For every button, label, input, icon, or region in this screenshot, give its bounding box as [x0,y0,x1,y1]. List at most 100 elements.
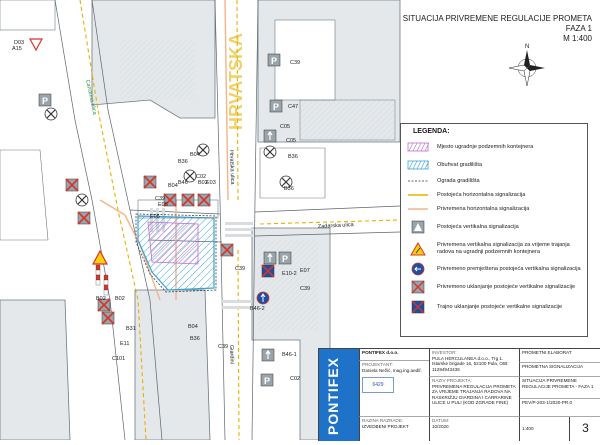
building-northeast-block [274,19,336,101]
project-label: NAZIV PROJEKTA: [432,378,472,383]
building-east-block [259,147,326,199]
removed-sign-e07-icon [261,264,275,278]
one-way-sign-c05-icon [263,129,277,143]
sign-code-label: B04 [190,152,200,158]
level-label: RAZINA RAZRADE: [362,418,404,423]
level-value: IZVEDBENI PROJEKT [362,423,409,429]
sign-code-label: B46-2 [250,306,265,312]
company-logo-text: PONTIFEX [325,356,341,435]
building-south-middle [134,289,211,441]
title-table: PONTIFEX PONTIFEX d.o.o. INVESTOR: PULA … [318,348,600,441]
sign-code-label: C101 [112,356,125,362]
firm-name: PONTIFEX d.o.o. [362,350,399,355]
sign-code-label: B31 [126,326,136,332]
sign-code-label: B02 [96,296,106,302]
parking-sign-c02-icon: P [260,373,274,387]
legend-swatch [407,242,429,256]
road-edges [54,0,401,441]
cell-project-no: PEV/P-203-1/2020-PR.0 [519,399,600,417]
legend-item: Postojeća vertikalna signalizacija [407,220,583,234]
direction-sign-east-icon [263,251,277,265]
table-scale: 1:400 [522,426,534,431]
site-area-box [137,199,219,219]
north-arrow-label: N [525,44,529,50]
container-install-area [147,221,199,265]
project-value: PRIVREMENA REGULACIJA PROMETA ZA VRIJEME… [432,383,516,406]
sign-code-label: C05 [280,124,290,130]
street-hrvatska: Hrvatska ulica [228,150,235,186]
legend-item: Privremena vertikalna signalizacija za v… [407,242,583,256]
legend-item-label: Privremena vertikalna signalizacija za v… [437,242,570,255]
sign-code-label: D03 [14,40,24,46]
cell-level: RAZINA RAZRADE: IZVEDBENI PROJEKT [359,417,429,441]
buildings-layer [0,0,401,441]
removed-sign-west-1-icon [65,178,79,192]
sign-code-label: C39 [235,266,245,272]
legend-swatch [407,262,429,276]
legend-item-label: Trajno uklanjanje postojeće vertikalne s… [437,303,563,310]
removed-sign-sw-2-icon [97,298,111,312]
cell-designer: PROJEKTANT: Daniela Nežić, mag.ing.aedif… [359,361,429,417]
sign-code-label: B36 [190,336,200,342]
drawing-title: SITUACIJA PRIVREMENE REGULACIJE PROMETA [402,14,592,23]
sign-code-label: C05 [286,138,296,144]
sign-code-label: B02 [198,180,208,186]
legend-item-label: Privremeno premještena postojeća vertika… [437,265,581,272]
svg-text:P: P [271,56,277,66]
drawing-scale: M 1:400 [563,34,592,43]
no-stopping-sign-1-icon [196,143,210,157]
sign-code-label: E05 [158,202,168,208]
svg-text:P: P [282,254,288,264]
drawing-title-block: SITUACIJA PRIVREMENE REGULACIJE PROMETA … [403,14,592,44]
legend-item: Privremena horizontalna signalizacija [407,204,583,214]
sign-code-label: C47 [288,104,298,110]
line-orange-swatch-icon [408,194,428,196]
sign-code-label: B46 [178,180,188,186]
removed-sign-b36-icon [220,243,234,257]
removed-sign-b02-2-icon [197,193,211,207]
legend-item: Privremeno premještena postojeća vertika… [407,262,583,276]
legend-item-label: Mjesto ugradnje podzemnih kontejnera [437,143,534,150]
sign-code-label: C39 [300,286,310,292]
legend-item-label: Privremena horizontalna signalizacija [437,205,530,212]
north-arrow: N [508,44,545,87]
legend-swatch [407,300,429,314]
legend-item: Privremeno uklanjanje postojeće vertikal… [407,280,583,294]
removed-sign-b02-icon [181,193,195,207]
sign-code-label: E10-2 [282,271,297,277]
sign-code-label: C02 [290,376,300,382]
sign-code-label: B02 [115,296,125,302]
parking-sign-nw-icon: P [38,93,52,107]
road-barrier-1-icon [95,264,101,286]
cell-investor-label: PONTIFEX d.o.o. [359,349,429,361]
sign-cross-swatch-icon [411,280,425,294]
svg-text:P: P [264,376,270,386]
sign-grey-swatch-icon [411,220,425,234]
sign-code-label: C39 [290,60,300,66]
street-zadarska: Zadarska ulica [318,222,355,230]
parking-sign-c39-icon: P [267,53,281,67]
designer-value: Daniela Nežić, mag.ing.aedif. [362,367,422,373]
legend-swatch [407,160,429,170]
legend-item-label: Privremeno uklanjanje postojeće vertikal… [437,283,576,290]
drawing-phase: FAZA 1 [565,24,592,33]
legend-title: LEGENDA: [413,128,450,135]
legend-swatch [407,142,429,152]
legend-item-label: Postojeća horizontalna signalizacija [437,191,526,198]
road-barrier-2-icon [103,274,109,296]
building-west [0,149,49,241]
cell-project: NAZIV PROJEKTA: PRIVREMENA REGULACIJA PR… [429,377,519,417]
cell-sheet-no: 3 [569,417,600,441]
type-label: PROMETNI ELABORAT [522,350,572,355]
investor-value: PULA HERCULANEA d.o.o., Trg 1. Istarske … [432,355,509,372]
legend-swatch [407,204,429,214]
removed-sign-west-2-icon [77,211,91,225]
legend-item: Trajno uklanjanje postojeće vertikalne s… [407,300,583,314]
parking-sign-c39-east-icon: P [278,251,292,265]
content-label: PROMETNA SIGNALIZACIJA [522,364,584,369]
sign-code-label: E03 [206,180,216,186]
cell-content: PROMETNA SIGNALIZACIJA [519,363,600,377]
